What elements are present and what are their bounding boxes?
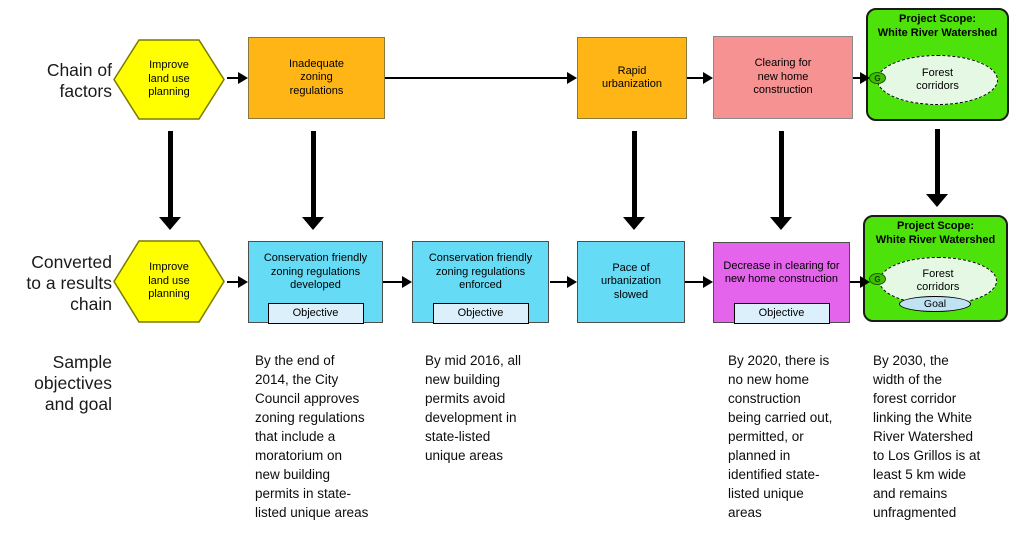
scope-box-factors: Project Scope: White River Watershed For… [866,8,1009,121]
target-icon: G [869,72,886,84]
arrow-result2-to-result3 [550,276,577,288]
scope-title: Project Scope: White River Watershed [877,13,998,39]
arrow-factor1-to-factor2 [385,72,577,84]
factor-inadequate-zoning: Inadequate zoning regulations [248,37,385,119]
strategy-label: Improve land use planning [148,261,190,301]
arrow-result3-to-result4 [685,276,713,288]
arrow-convert-scope [926,129,948,207]
hexagon-shape [113,39,225,120]
arrow-threat-to-target [853,72,870,84]
result-zoning-developed: Conservation friendly zoning regulations… [248,241,383,324]
objective-tag: Objective [733,303,830,324]
objective-text-2: By mid 2016, all new building permits av… [425,353,522,463]
arrow-strategy-to-factor1 [227,72,248,84]
result-text: Conservation friendly zoning regulations… [428,252,533,292]
threat-clearing-construction: Clearing for new home construction [713,36,853,119]
target-icon: G [869,273,886,285]
target-ellipse-forest-corridors: Forest corridors [877,55,998,105]
result-urbanization-slowed: Pace of urbanization slowed [577,241,685,323]
goal-text: By 2030, the width of the forest corrido… [873,353,981,520]
objective-text-3: By 2020, there is no new home constructi… [728,353,833,520]
objective-tag: Objective [432,303,529,324]
arrow-convert-factor2 [623,131,645,230]
row-label-results-chain: Converted to a results chain [26,252,112,314]
strategy-label: Improve land use planning [148,59,190,99]
strategy-hexagon-factors: Improve land use planning [113,39,225,120]
result-text: Decrease in clearing for new home constr… [723,259,840,286]
result-text: Conservation friendly zoning regulations… [263,252,368,292]
arrow-result4-to-target [850,276,870,288]
arrow-result1-to-result2 [383,276,412,288]
row-label-sample-objectives: Sample objectives and goal [34,352,112,414]
objective-text-1: By the end of 2014, the City Council app… [255,353,369,520]
arrow-strategy-to-result1 [227,276,248,288]
goal-tag: Goal [899,296,971,312]
strategy-hexagon-results: Improve land use planning [113,240,225,323]
result-zoning-enforced: Conservation friendly zoning regulations… [412,241,549,324]
row-label-chain-of-factors: Chain of factors [46,60,112,101]
target-ellipse-forest-corridors: Forest corridors [879,257,997,305]
arrow-convert-strategy [159,131,181,230]
hexagon-shape [113,240,225,323]
scope-box-results: Project Scope: White River Watershed For… [863,215,1008,322]
result-decrease-clearing: Decrease in clearing for new home constr… [713,242,850,324]
arrow-convert-threat [770,131,792,230]
factor-rapid-urbanization: Rapid urbanization [577,37,687,119]
objective-tag: Objective [267,303,364,324]
scope-title: Project Scope: White River Watershed [875,220,996,246]
arrow-convert-factor1 [302,131,324,230]
arrow-factor2-to-threat [687,72,713,84]
